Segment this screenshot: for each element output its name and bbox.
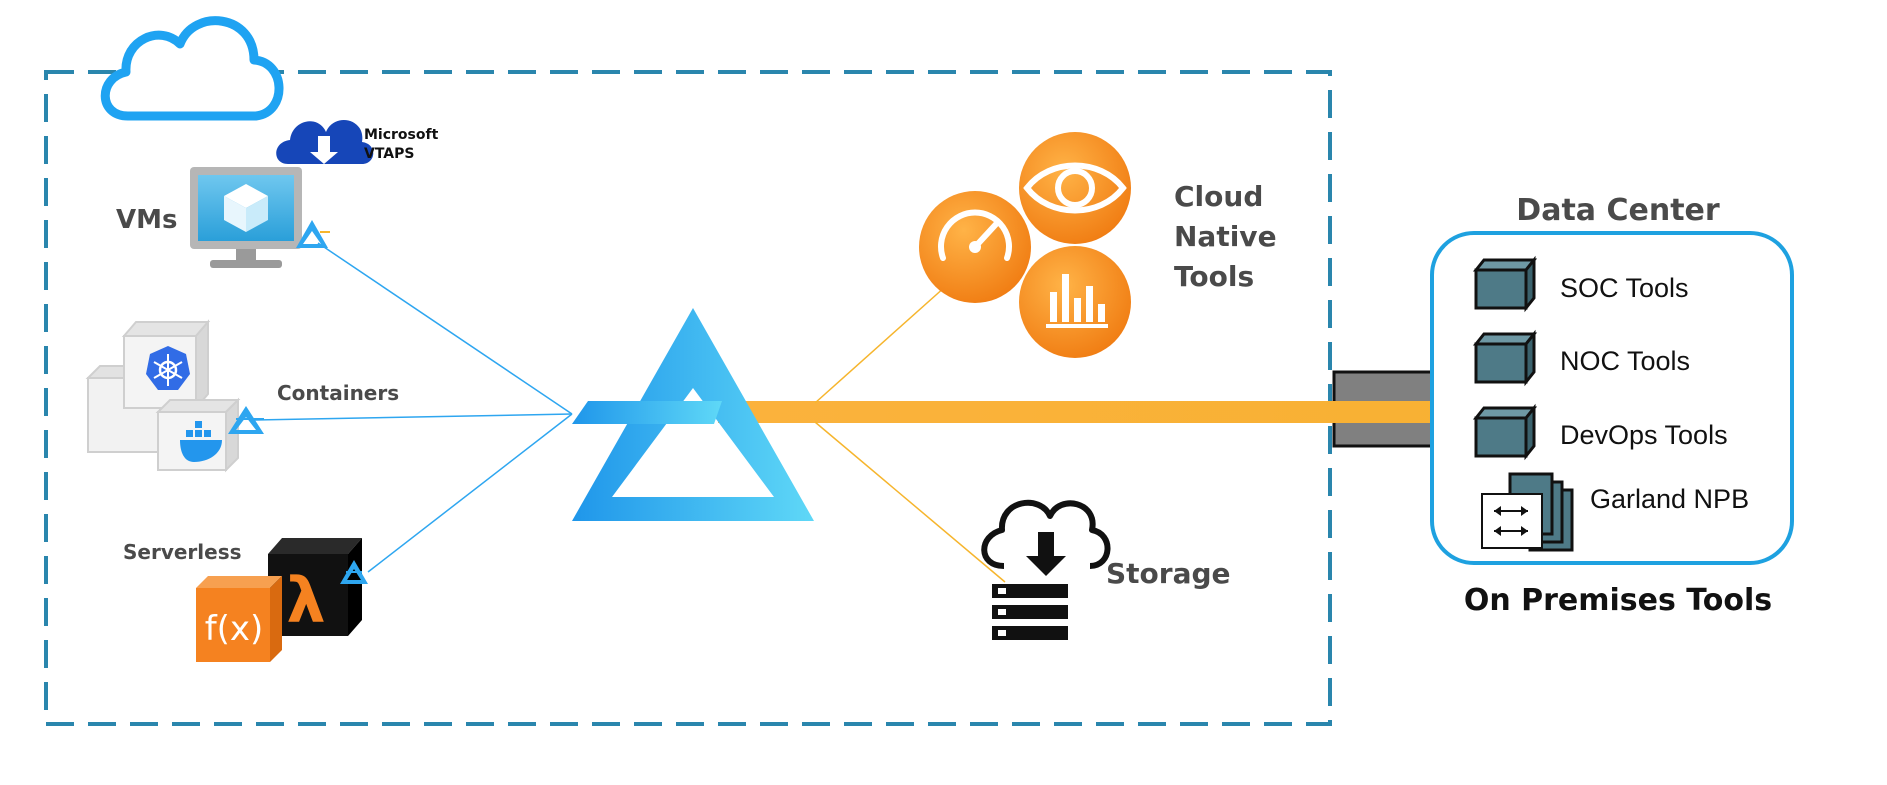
vms-label: VMs	[116, 205, 177, 235]
kubernetes-icon	[146, 346, 190, 390]
garland-npb-label: Garland NPB	[1590, 484, 1749, 514]
bar-chart-icon	[1019, 246, 1131, 358]
garland-npb-item: Garland NPB	[1481, 472, 1749, 552]
vtaps-label-line2: VTAPS	[364, 146, 414, 162]
network-packet-broker-icon	[1481, 472, 1574, 552]
data-center-group: Data Center SOC Tools NOC Tools	[1430, 193, 1794, 618]
cloud-native-tools-line3: Tools	[1174, 260, 1254, 293]
data-center-title: Data Center	[1516, 193, 1720, 228]
cloud-native-tools-line1: Cloud	[1174, 180, 1263, 213]
container-link-line	[254, 413, 573, 421]
storage-label: Storage	[1106, 557, 1231, 590]
azure-cloud-download-icon	[276, 119, 374, 164]
devops-tools-item: DevOps Tools	[1472, 403, 1728, 461]
cloud-tools-link-line	[814, 277, 956, 404]
kubernetes-docker-cubes-icon	[85, 319, 241, 473]
containers-group: Containers	[85, 319, 399, 473]
eye-icon	[1019, 132, 1131, 244]
noc-tools-cube-icon	[1472, 329, 1538, 387]
soc-tools-cube-icon	[1472, 255, 1538, 313]
vm-link-line	[317, 242, 573, 415]
serverless-prism-tap-icon	[340, 560, 368, 584]
cloud-storage-server-icon	[981, 499, 1111, 640]
vm-prism-tap-icon	[296, 220, 330, 248]
vtaps-label-line1: Microsoft	[364, 127, 439, 143]
gauge-icon	[919, 191, 1031, 303]
container-prism-tap-icon	[228, 406, 264, 434]
devops-tools-label: DevOps Tools	[1560, 420, 1728, 450]
cloud-icon	[100, 16, 284, 121]
function-glyph: f(x)	[205, 609, 264, 649]
orange-traffic-beam	[718, 401, 1452, 423]
serverless-label: Serverless	[123, 540, 242, 564]
workload-links	[254, 242, 573, 573]
cloud-native-tools-line2: Native	[1174, 220, 1277, 253]
cloud-region-border	[44, 70, 1332, 726]
docker-whale-icon	[180, 421, 222, 462]
soc-tools-item: SOC Tools	[1472, 255, 1689, 313]
microsoft-vtaps: Microsoft VTAPS	[276, 119, 439, 164]
on-premises-tools-label: On Premises Tools	[1464, 583, 1772, 618]
storage-group: Storage	[981, 499, 1231, 640]
serverless-group: Serverless λ f(x)	[123, 538, 368, 662]
soc-tools-label: SOC Tools	[1560, 273, 1689, 303]
cloud-native-tools-group: Cloud Native Tools	[919, 132, 1277, 358]
tool-links	[814, 277, 1006, 583]
lambda-function-icon: λ f(x)	[196, 538, 362, 662]
vms-group: VMs	[116, 167, 330, 268]
containers-label: Containers	[277, 381, 399, 405]
serverless-link-line	[367, 413, 573, 573]
lambda-glyph: λ	[286, 564, 325, 637]
prism-icon	[572, 308, 814, 521]
noc-tools-item: NOC Tools	[1472, 329, 1690, 387]
devops-tools-cube-icon	[1472, 403, 1538, 461]
monitor-cube-icon	[190, 167, 302, 268]
storage-link-line	[814, 421, 1006, 583]
noc-tools-label: NOC Tools	[1560, 346, 1690, 376]
